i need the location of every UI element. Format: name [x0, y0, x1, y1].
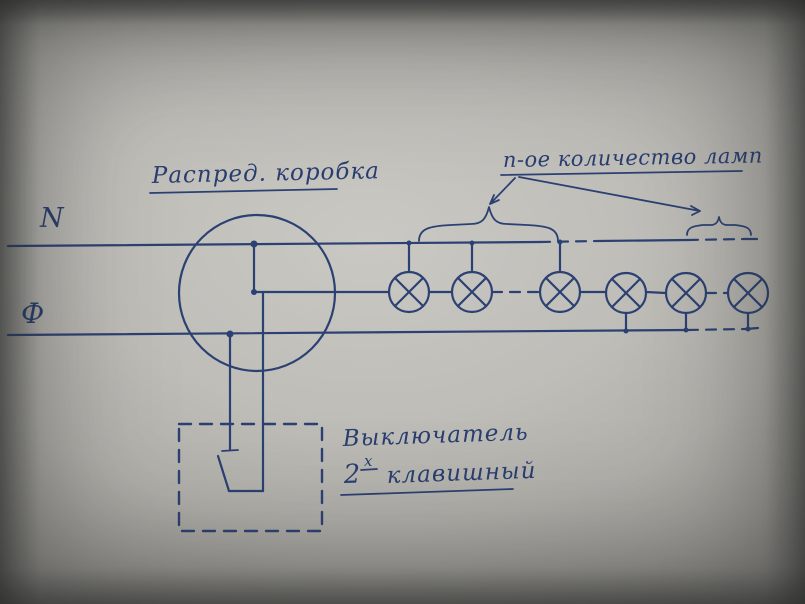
switch-count-label: 2: [342, 459, 361, 490]
curly-brace-large-icon: [418, 206, 559, 242]
switch-boundary-box: [177, 422, 324, 533]
superscript-underline: [360, 468, 378, 471]
switch-title-label: Выключатель: [341, 420, 529, 453]
lamp-cross-icon: [732, 277, 764, 309]
switch-count-superscript: х: [364, 452, 373, 470]
lamp-symbol: [726, 271, 770, 332]
riser-dot: [623, 328, 629, 334]
lamps-note-underline: [500, 170, 743, 176]
lamp-symbol: [664, 271, 708, 333]
lamp-symbol: [538, 239, 582, 314]
junction-box-underline: [149, 188, 338, 194]
switch-symbol: [177, 290, 324, 533]
bottom-wire-label: Ф: [21, 297, 44, 330]
lamp-cross-icon: [670, 277, 702, 309]
switch-blade: [216, 454, 231, 493]
lamps-note-label: n-ое количество ламп: [503, 143, 763, 172]
lamp-feed-wire: [252, 290, 730, 295]
lamp-symbol: [387, 240, 431, 314]
switch-type-label: клавишный: [386, 458, 537, 489]
riser-dot: [683, 327, 689, 333]
riser-dot: [745, 326, 751, 332]
junction-box-label: Распред. коробка: [151, 158, 381, 189]
curly-brace-small-icon: [686, 216, 752, 236]
handwritten-labels: N Ф Распред. коробка n-ое количество лам…: [21, 143, 763, 496]
lamp-cross-icon: [393, 276, 425, 308]
lamp-cross-icon: [456, 276, 488, 308]
switch-label-underline: [340, 488, 514, 496]
lamp-symbol: [604, 271, 648, 334]
arrow-icon: [518, 176, 701, 216]
annotation-marks: [418, 176, 752, 242]
top-wire-dashed-segment: [538, 239, 600, 244]
top-wire-dashed-segment-2: [686, 237, 748, 242]
switch-contact-tick: [221, 449, 239, 452]
top-wire-label: N: [39, 203, 65, 234]
bottom-wire-phase: [6, 326, 760, 337]
riser-dot: [406, 240, 412, 246]
lamp-cross-icon: [544, 276, 576, 308]
arrow-icon: [489, 177, 516, 205]
lamp-symbol: [450, 240, 494, 314]
lamp-cross-icon: [610, 277, 642, 309]
junction-dot-n: [250, 240, 258, 248]
top-wire-n: [6, 237, 759, 248]
riser-dot: [469, 240, 475, 246]
bottom-wire-dashed-segment: [686, 327, 748, 332]
